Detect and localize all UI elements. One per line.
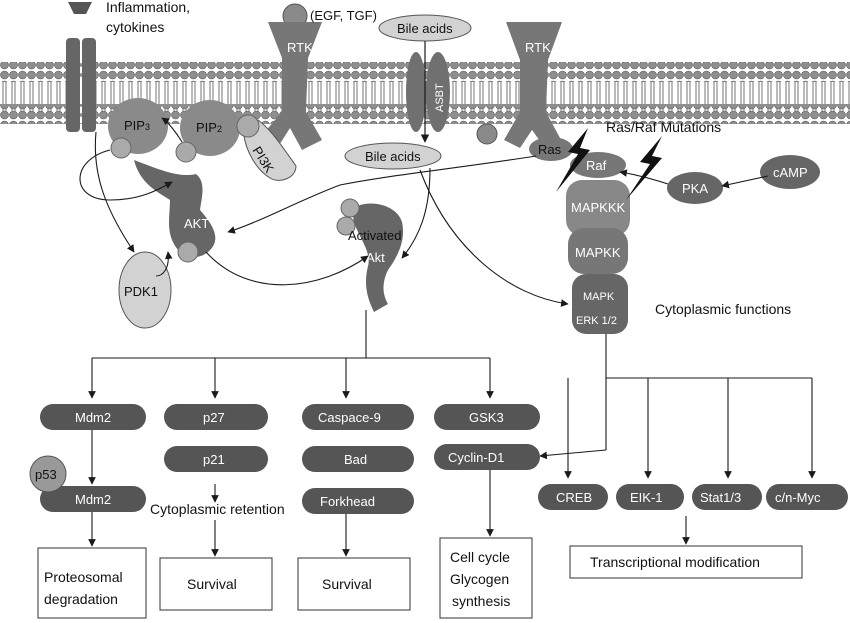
pip2-label: PIP2 xyxy=(196,120,222,135)
pka-node xyxy=(667,172,723,204)
cytokines-label: cytokines xyxy=(106,19,164,35)
creb-node xyxy=(538,484,608,510)
cell-cycle-line3: synthesis xyxy=(452,593,510,609)
transcriptional-box xyxy=(569,545,803,579)
mapkkk-label: MAPKKK xyxy=(571,200,626,215)
stat13-node xyxy=(692,484,762,510)
p21-node xyxy=(164,446,268,472)
gsk3-node xyxy=(434,404,540,430)
gsk3-label: GSK3 xyxy=(469,410,504,425)
mutation-bolt-right-icon xyxy=(626,136,662,200)
cell-cycle-line2: Glycogen xyxy=(450,571,509,587)
egf-tgf-label: (EGF, TGF) xyxy=(310,8,377,23)
raf-label: Raf xyxy=(586,158,607,173)
akt-node xyxy=(134,141,216,263)
p53-node xyxy=(29,455,67,493)
proteosomal-line1: Proteosomal xyxy=(44,569,123,585)
akt-active-label: Akt xyxy=(366,250,385,265)
cytokine-receptor xyxy=(66,2,96,132)
bad-label: Bad xyxy=(344,452,367,467)
rtk-right-receptor xyxy=(476,22,562,148)
erk-label: ERK 1/2 xyxy=(576,315,617,327)
mdm2-top-label: Mdm2 xyxy=(75,410,111,425)
mapk-target-branches xyxy=(539,334,816,545)
stat13-label: Stat1/3 xyxy=(700,490,741,505)
activated-akt-node xyxy=(336,198,404,312)
ras-label: Ras xyxy=(538,142,562,157)
bile-acids-mid-node xyxy=(344,142,442,170)
forkhead-label: Forkhead xyxy=(320,494,375,509)
survival-label-2: Survival xyxy=(322,576,372,592)
proteosomal-box xyxy=(37,547,147,619)
pdk1-label: PDK1 xyxy=(124,284,158,299)
caspase9-label: Caspace-9 xyxy=(318,410,381,425)
raf-node xyxy=(570,152,626,178)
mapk-label: MAPK xyxy=(583,291,615,303)
rtk-left-label: RTK xyxy=(287,40,313,55)
cytoplasmic-functions-label: Cytoplasmic functions xyxy=(655,301,791,317)
cnmyc-node xyxy=(766,484,848,510)
transcriptional-label: Transcriptional modification xyxy=(590,554,760,570)
akt-label: AKT xyxy=(184,216,209,231)
bile-acids-mid-label: Bile acids xyxy=(365,149,421,164)
bile-acids-top-label: Bile acids xyxy=(397,21,453,36)
caspase9-node xyxy=(302,404,414,430)
activated-label: Activated xyxy=(348,228,401,243)
pka-label: PKA xyxy=(682,181,708,196)
mapk-node xyxy=(572,274,628,334)
eik1-node xyxy=(616,484,684,510)
camp-node xyxy=(760,155,820,189)
cell-cycle-line1: Cell cycle xyxy=(450,549,510,565)
p21-label: p21 xyxy=(203,452,225,467)
signaling-arrows xyxy=(79,117,769,307)
cyclin-d1-label: Cyclin-D1 xyxy=(448,450,504,465)
eik1-label: EIK-1 xyxy=(630,490,663,505)
creb-label: CREB xyxy=(556,490,592,505)
p27-node xyxy=(164,404,268,430)
asbt-label: ASBT xyxy=(434,83,446,112)
cyclin-d1-node xyxy=(434,444,540,470)
ras-node xyxy=(529,137,573,161)
pip2-node xyxy=(180,100,240,156)
cnmyc-label: c/n-Myc xyxy=(775,490,821,505)
survival-box-1 xyxy=(159,557,273,611)
survival-box-2 xyxy=(297,557,411,611)
forkhead-node xyxy=(302,488,414,514)
pip3-label: PIP3 xyxy=(124,118,150,133)
mapkk-node xyxy=(568,228,628,274)
camp-label: cAMP xyxy=(773,165,808,180)
mapkk-label: MAPKK xyxy=(575,245,621,260)
bad-node xyxy=(302,446,414,472)
survival-label-1: Survival xyxy=(187,576,237,592)
ras-raf-mutations-label: Ras/Raf Mutations xyxy=(606,119,721,135)
proteosomal-line2: degradation xyxy=(44,591,118,607)
akt-target-branches xyxy=(88,310,494,557)
cell-cycle-box xyxy=(439,537,533,619)
mdm2-bottom-label: Mdm2 xyxy=(75,492,111,507)
mdm2-top-node xyxy=(40,404,146,430)
mdm2-bottom-node xyxy=(40,486,146,512)
rtk-right-label: RTK xyxy=(525,40,551,55)
asbt-transporter xyxy=(406,52,450,132)
p27-label: p27 xyxy=(203,410,225,425)
rtk-left-receptor xyxy=(258,3,322,150)
pdk1-node xyxy=(118,251,172,329)
mutation-bolt-left-icon xyxy=(556,128,590,192)
mapkkk-node xyxy=(566,180,630,236)
pip3-phosphate xyxy=(110,137,132,159)
pi3k-enzyme xyxy=(236,114,297,181)
inflammation-label: Inflammation, xyxy=(106,0,190,15)
p53-label: p53 xyxy=(35,467,57,482)
cytoplasmic-retention-label: Cytoplasmic retention xyxy=(150,501,285,517)
